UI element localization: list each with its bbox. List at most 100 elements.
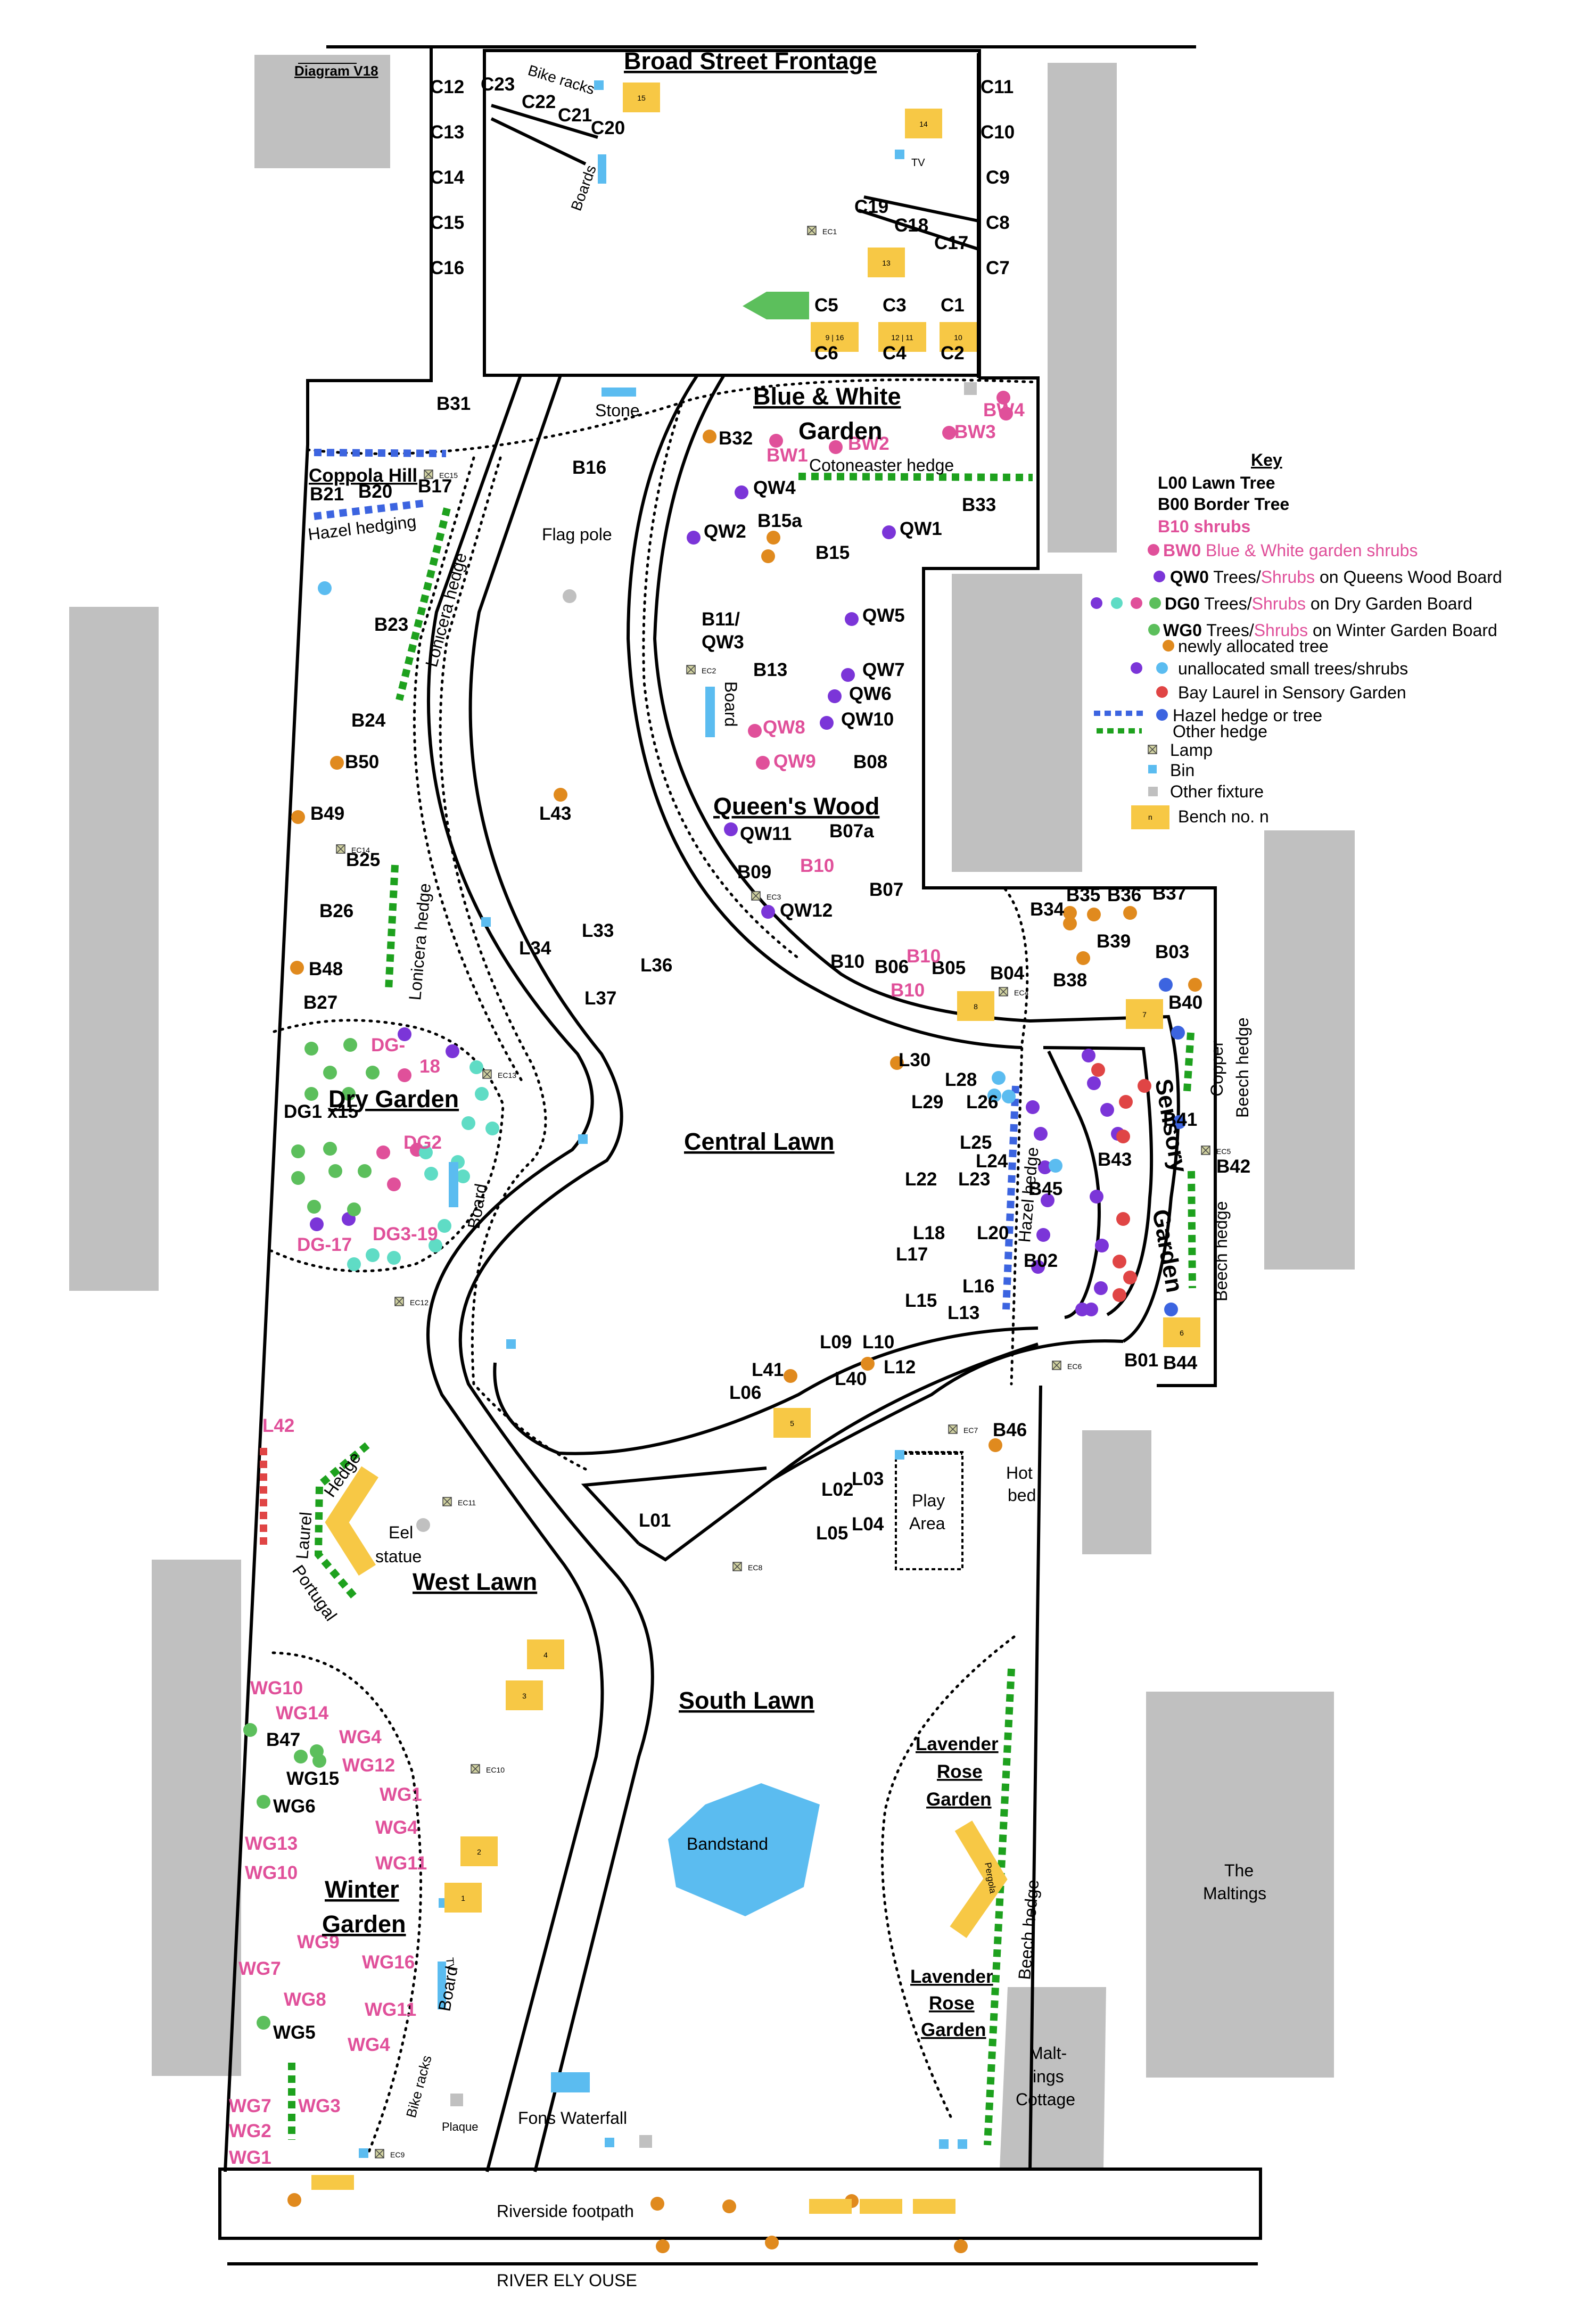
purple-tree-dot — [828, 689, 842, 703]
tree-label: L05 — [816, 1523, 848, 1544]
hot-bed-1: Hot — [1006, 1463, 1033, 1482]
tree-label: L43 — [539, 803, 571, 824]
blue-tree-dot — [1164, 1303, 1178, 1316]
green-tree-dot — [307, 1200, 321, 1214]
purple-tree-dot — [1100, 1103, 1114, 1117]
tree-label: C10 — [981, 122, 1015, 143]
orange-tree-dot — [1188, 978, 1202, 992]
bin-icon — [895, 150, 904, 159]
purple-tree-dot — [1094, 1281, 1108, 1295]
blue-white-title-2: Garden — [798, 417, 883, 444]
lamp-marker: EC9 — [375, 2149, 405, 2159]
lamp-marker: EC11 — [442, 1497, 476, 1507]
tree-label: L09 — [820, 1332, 852, 1353]
lamp-marker: EC5 — [1201, 1145, 1231, 1156]
bench: 5 — [773, 1408, 811, 1438]
tree-label: C17 — [934, 233, 968, 253]
tree-label: B46 — [993, 1420, 1027, 1440]
red-tree-dot — [1119, 1095, 1133, 1109]
bin-icon — [939, 2139, 949, 2149]
tree-label: L03 — [852, 1469, 884, 1489]
pink-tree-dot — [398, 1068, 411, 1082]
beech-hedge — [1188, 1171, 1196, 1289]
bench-shape — [868, 248, 905, 277]
tree-label: L04 — [852, 1514, 884, 1535]
shrub-label: BW2 — [848, 433, 889, 454]
bench-shape — [878, 322, 926, 352]
pink-tree-dot — [756, 756, 770, 770]
tree-label: L17 — [896, 1244, 928, 1265]
key-bench: Bench no. n — [1178, 807, 1269, 826]
fons-waterfall-label: Fons Waterfall — [518, 2108, 627, 2128]
shrub-label: WG2 — [229, 2121, 271, 2141]
green-tree-dot — [257, 1795, 270, 1809]
orange-tree-dot — [722, 2199, 736, 2213]
bin-icon — [359, 2148, 368, 2158]
teal-tree-dot — [419, 1145, 433, 1159]
tree-label: B48 — [309, 959, 343, 979]
green-tree-dot — [358, 1164, 372, 1178]
bench-shape — [905, 109, 942, 138]
key-unalloc: unallocated small trees/shrubs — [1178, 659, 1408, 678]
bench: 13 — [868, 248, 905, 277]
coppola-hill-title: Coppola Hill — [309, 465, 417, 486]
key-dot-purple — [1154, 571, 1165, 582]
shrub-label: BW3 — [954, 422, 996, 442]
orange-tree-dot — [890, 1056, 904, 1070]
broad-street-title: Broad Street Frontage — [624, 47, 877, 75]
eel-2: statue — [375, 1547, 422, 1566]
winter-garden-title: Winter — [325, 1876, 399, 1903]
building-block — [952, 574, 1082, 872]
board-dg-label: Board — [464, 1182, 490, 1230]
lamps: EC1EC15EC2EC14EC3EC4EC13EC5EC12EC6EC7EC1… — [336, 226, 1231, 2159]
tree-label: L25 — [960, 1132, 992, 1153]
key-qw0: QW0 Trees/Shrubs on Queens Wood Board — [1170, 567, 1502, 587]
tree-label: C12 — [430, 77, 464, 97]
blue-tree-dot — [1172, 1115, 1186, 1129]
green-tree-dot — [312, 1754, 326, 1768]
tree-label: C18 — [894, 215, 928, 236]
shrub-label: WG8 — [284, 1989, 326, 2010]
bench: 1 — [444, 1883, 482, 1913]
lamp-marker: EC3 — [751, 891, 781, 901]
tree-label: B31 — [436, 393, 471, 414]
shrub-label: WG1 — [229, 2147, 271, 2168]
bike-racks-bottom: Bike racks — [403, 2054, 435, 2120]
red-tree-dot — [1138, 1079, 1151, 1093]
tree-label: C23 — [481, 74, 515, 95]
green-tree-dot — [366, 1066, 380, 1079]
beech-hedge-lavender — [984, 1668, 1015, 2146]
bench: 7 — [1126, 999, 1163, 1029]
tree-label: QW1 — [900, 518, 942, 539]
bench: 10 — [940, 322, 977, 352]
red-tree-dot — [1123, 1271, 1137, 1284]
maltings-1: The — [1224, 1861, 1254, 1880]
bench: 12 | 11 — [878, 322, 926, 352]
lamp-marker: EC4 — [999, 987, 1028, 997]
red-tree-dot — [1116, 1130, 1130, 1143]
lightblue-tree-dot — [318, 581, 332, 595]
purple-tree-dot — [761, 905, 775, 919]
key-wg0: WG0 Trees/Shrubs on Winter Garden Board — [1163, 621, 1497, 640]
teal-tree-dot — [475, 1087, 489, 1101]
info-board — [449, 1162, 458, 1207]
pink-tree-dot — [942, 426, 956, 440]
lightblue-tree-dot — [987, 1089, 1001, 1102]
building-block — [69, 607, 159, 1291]
tree-label: L30 — [899, 1050, 930, 1070]
lavender-2: Lavender — [910, 1966, 993, 1987]
key-bench-n: n — [1148, 813, 1152, 821]
shrub-label: WG9 — [297, 1932, 340, 1952]
tree-label: B09 — [737, 862, 771, 883]
hazel-hedging-label: Hazel hedging — [307, 512, 417, 544]
bench-number: 12 | 11 — [891, 333, 913, 342]
flag-pole-label: Flag pole — [542, 525, 612, 544]
tree-label: B39 — [1097, 931, 1131, 952]
purple-tree-dot — [724, 822, 738, 836]
purple-tree-dot — [1036, 1228, 1050, 1242]
green-tree-dot — [291, 1171, 305, 1185]
tree-label: B07a — [829, 821, 874, 842]
orange-tree-dot — [291, 810, 305, 824]
central-lawn-title: Central Lawn — [684, 1128, 835, 1155]
cotoneaster-label: Cotoneaster hedge — [809, 456, 954, 475]
